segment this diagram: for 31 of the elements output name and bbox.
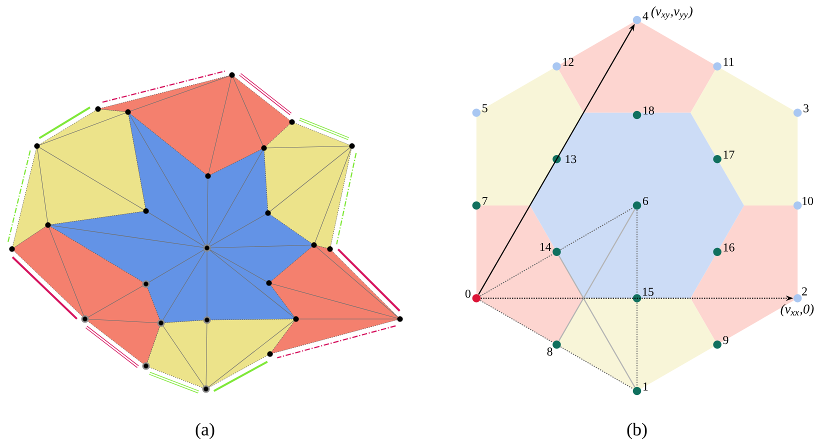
point-number: 14 (540, 242, 552, 251)
point-number: 18 (644, 106, 654, 115)
point-number: 16 (724, 243, 734, 252)
point-number: 1 (644, 382, 648, 390)
point-number: 11 (724, 58, 734, 66)
panel-label: (b) (627, 422, 647, 440)
point-number: 8 (547, 348, 552, 356)
line (480, 254, 554, 297)
line (558, 209, 636, 342)
point-number: 10 (802, 196, 814, 206)
point-number: 5 (482, 104, 488, 112)
coordinate-label: (v$_{xx}$,0) (780, 304, 814, 316)
coordinate-label: (v$_{xy}$,v$_{yy}$) (651, 6, 692, 20)
point-number: 4 (642, 12, 648, 20)
point-number: 17 (724, 150, 734, 159)
point-number: 13 (566, 155, 576, 164)
line (560, 346, 634, 390)
point-number: 7 (482, 197, 488, 205)
point-number: 15 (643, 288, 654, 296)
line (636, 209, 638, 294)
line (636, 302, 638, 388)
point-number: 12 (563, 58, 574, 66)
point-number: 0 (465, 290, 471, 298)
line (560, 207, 634, 250)
line (558, 255, 636, 388)
point-number: 6 (642, 196, 648, 206)
line (480, 300, 554, 343)
panel-label: (a) (196, 422, 214, 440)
point-number: 2 (802, 287, 807, 296)
point-number: 3 (804, 104, 809, 112)
point-number: 9 (723, 336, 728, 344)
